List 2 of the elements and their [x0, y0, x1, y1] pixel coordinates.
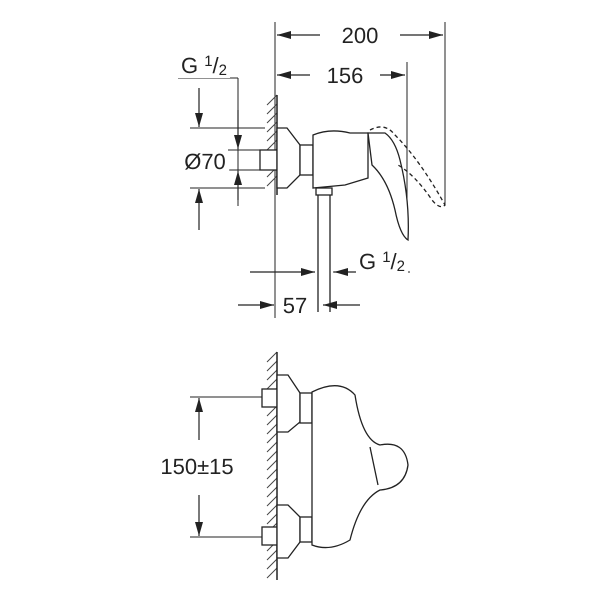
- dimension-label: G $^{1}$/$_{2}$: [356, 250, 408, 274]
- dimension-label: G $^{1}$/$_{2}$: [178, 54, 230, 78]
